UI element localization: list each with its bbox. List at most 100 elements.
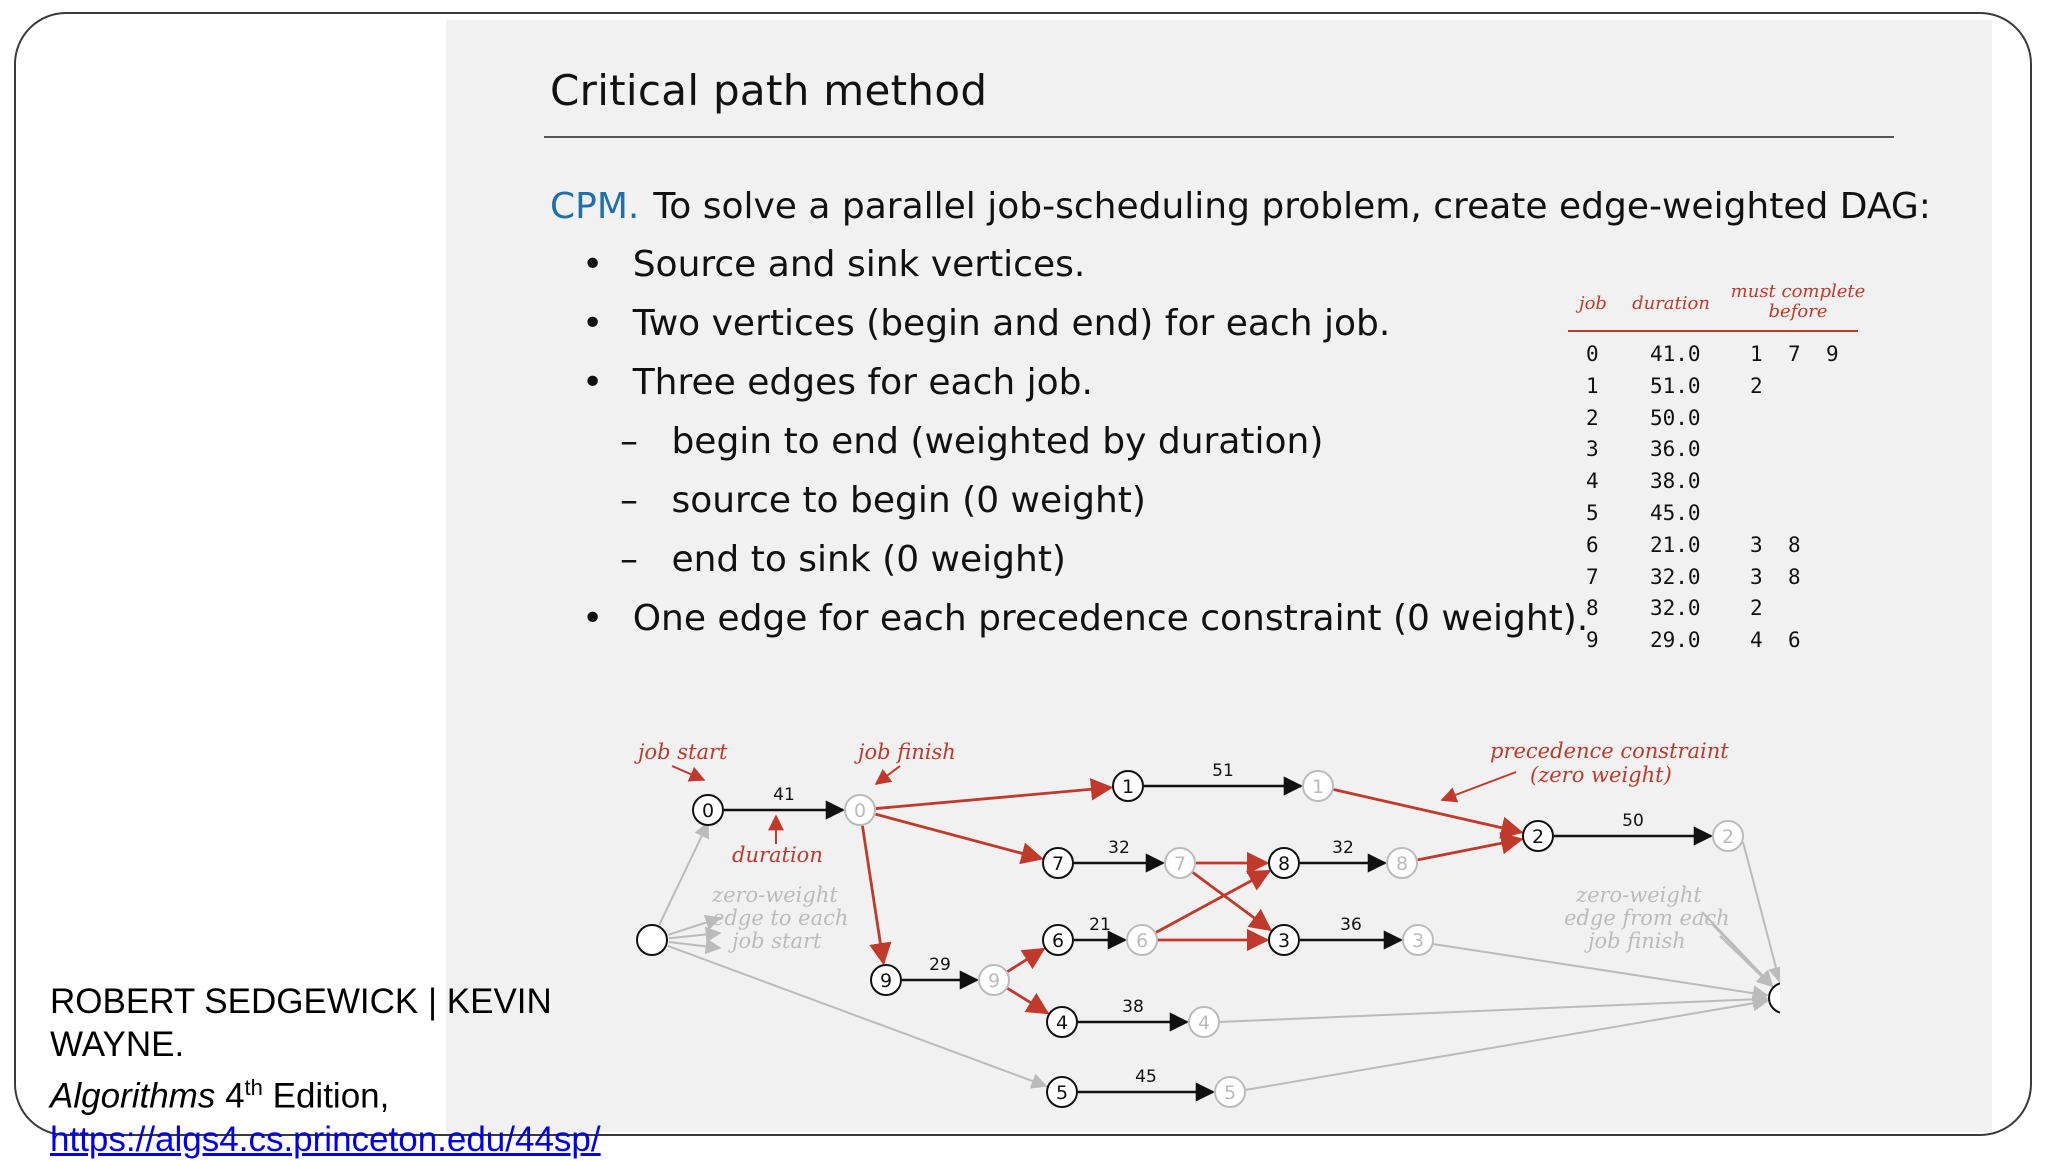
job-start-node-label: 7	[1052, 853, 1064, 875]
precedence-edge	[875, 812, 1044, 865]
duration-header: duration	[1632, 293, 1710, 314]
job-finish-node-label: 2	[1722, 826, 1734, 848]
zero-weight-sink-edge	[1719, 935, 1773, 988]
duration-annotation: duration	[732, 843, 823, 867]
job-finish-node-label: 8	[1396, 853, 1408, 875]
job-duration-label: 50	[1622, 811, 1644, 831]
before-cell: 2	[1750, 373, 1763, 398]
zero-finish-annotation-line3: job finish	[1584, 929, 1686, 953]
job-start-node: 5	[1046, 1076, 1078, 1108]
sub-bullet-item: – begin to end (weighted by duration)	[620, 421, 1323, 462]
precedence-annotation-line1: precedence constraint	[1490, 739, 1729, 763]
before-cell: 1	[1750, 342, 1763, 366]
job-start-annotation: job start	[634, 740, 728, 764]
job-finish-node: 5	[1214, 1076, 1246, 1108]
source-node	[636, 924, 668, 956]
must-complete-header: must complete before	[1728, 282, 1868, 322]
precedence-pointer	[1440, 771, 1517, 803]
before-cell: 6	[1788, 628, 1801, 653]
job-start-node-circle	[1112, 770, 1144, 802]
job-finish-node-circle	[1712, 820, 1744, 852]
job-finish-node-circle	[844, 794, 876, 826]
sink-node	[1768, 982, 1780, 1014]
job-finish-node: 0	[844, 794, 876, 826]
bullet-glyph: •	[582, 303, 604, 344]
job-start-node: 4	[1046, 1006, 1078, 1038]
job-cell: 2	[1586, 405, 1599, 430]
job-duration-label: 41	[773, 785, 795, 805]
precedence-edge	[1155, 869, 1272, 934]
bullet-glyph: •	[582, 598, 604, 639]
job-finish-node-circle	[1188, 1006, 1220, 1038]
job-start-node: 0	[692, 794, 724, 826]
duration-cell: 21.0	[1650, 532, 1701, 557]
title-divider	[544, 136, 1894, 138]
before-cell: 3	[1750, 532, 1763, 557]
job-start-node-circle	[1268, 924, 1300, 956]
duration-cell: 29.0	[1650, 628, 1701, 653]
sub-bullet-item: – source to begin (0 weight)	[620, 480, 1146, 521]
job-start-node-circle	[1268, 847, 1300, 879]
credit-book: Algorithms	[50, 1076, 216, 1116]
precedence-edge	[1006, 947, 1046, 973]
zero-weight-sink-edge	[1218, 991, 1769, 1023]
before-cell: 8	[1788, 564, 1801, 589]
job-start-node-label: 0	[702, 800, 714, 822]
credit-book-line: Algorithms 4th Edition,	[50, 1066, 630, 1118]
job-start-pointer	[671, 765, 706, 782]
job-start-node-label: 2	[1532, 826, 1544, 848]
job-start-node: 7	[1042, 847, 1074, 879]
duration-cell: 38.0	[1650, 469, 1701, 494]
job-start-node-circle	[1042, 847, 1074, 879]
zero-weight-source-edge	[667, 914, 722, 936]
job-finish-node-circle	[1164, 847, 1196, 879]
slide-title: Critical path method	[550, 66, 988, 115]
credit-url-link[interactable]: https://algs4.cs.princeton.edu/44sp/	[50, 1119, 601, 1159]
job-finish-node: 3	[1402, 924, 1434, 956]
duration-cell: 32.0	[1650, 564, 1701, 589]
job-finish-node-circle	[1302, 770, 1334, 802]
job-start-node: 8	[1268, 847, 1300, 879]
job-finish-node: 1	[1302, 770, 1334, 802]
job-finish-node-circle	[1126, 924, 1158, 956]
job-finish-node: 6	[1126, 924, 1158, 956]
job-finish-node-label: 4	[1198, 1012, 1210, 1034]
credit-authors: ROBERT SEDGEWICK | KEVIN WAYNE.	[50, 982, 552, 1064]
before-cell: 3	[1750, 564, 1763, 589]
intro-line: CPM.To solve a parallel job-scheduling p…	[550, 186, 1931, 227]
job-cell: 1	[1586, 373, 1599, 398]
job-duration-label: 36	[1340, 915, 1362, 935]
dash-glyph: –	[620, 480, 638, 521]
job-finish-node-label: 7	[1174, 853, 1186, 875]
zero-finish-annotation-line2: edge from each	[1564, 906, 1730, 930]
zero-start-annotation-line2: edge to each	[712, 906, 848, 930]
job-start-node-circle	[1042, 924, 1074, 956]
job-finish-node-label: 3	[1412, 930, 1424, 952]
bullet-text: Two vertices (begin and end) for each jo…	[632, 303, 1391, 344]
duration-cell: 41.0	[1650, 342, 1701, 366]
sub-bullet-text: end to sink (0 weight)	[671, 539, 1066, 580]
job-finish-node: 7	[1164, 847, 1196, 879]
intro-text: To solve a parallel job-scheduling probl…	[653, 186, 1931, 227]
bullet-item: • One edge for each precedence constrain…	[582, 598, 1588, 639]
sub-bullet-text: source to begin (0 weight)	[671, 480, 1146, 521]
bullet-text: Source and sink vertices.	[632, 244, 1086, 285]
duration-cell: 32.0	[1650, 596, 1701, 621]
job-cell: 5	[1586, 501, 1599, 525]
precedence-edge	[1333, 788, 1524, 839]
dash-glyph: –	[620, 539, 638, 580]
job-start-node-label: 8	[1278, 853, 1290, 875]
job-finish-node: 8	[1386, 847, 1418, 879]
credit-edition-num: 4	[225, 1076, 245, 1116]
job-start-node: 3	[1268, 924, 1300, 956]
job-duration-label: 32	[1332, 838, 1354, 858]
duration-cell: 50.0	[1650, 405, 1701, 430]
job-start-node-label: 4	[1056, 1012, 1068, 1034]
job-finish-node-circle	[978, 964, 1010, 996]
